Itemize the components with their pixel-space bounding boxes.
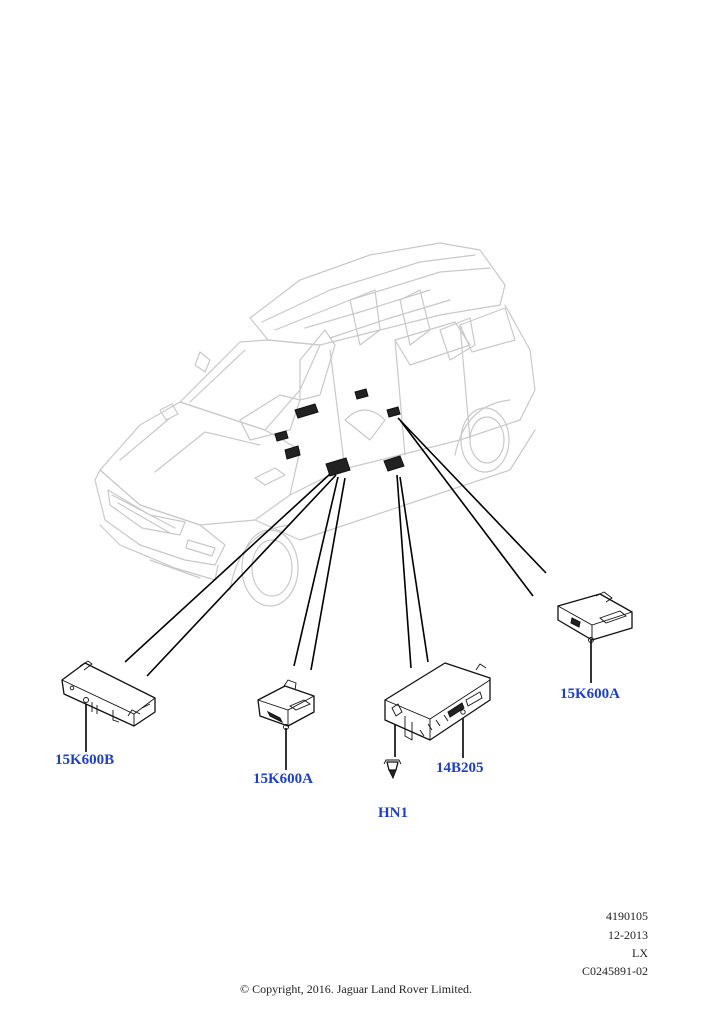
label-hn1[interactable]: HN1 (378, 805, 408, 821)
label-15k600a-right[interactable]: 15K600A (560, 686, 620, 702)
location-marker (294, 403, 319, 419)
vehicle-illustration (94, 242, 536, 607)
copyright-notice: © Copyright, 2016. Jaguar Land Rover Lim… (239, 982, 473, 996)
label-14b205[interactable]: 14B205 (436, 760, 484, 776)
model-code: LX (632, 946, 648, 960)
location-marker (386, 406, 401, 418)
location-marker (325, 457, 351, 477)
module-hn1-drawing (383, 759, 402, 780)
reference-number: 4190105 (606, 909, 648, 923)
location-marker (274, 430, 289, 442)
illustration-code: C0245891-02 (582, 964, 648, 978)
leader-lines (85, 417, 592, 770)
date-code: 12-2013 (608, 928, 648, 942)
location-marker (284, 445, 301, 460)
location-marker (383, 455, 405, 472)
module-15k600a-left-drawing (257, 679, 315, 730)
location-marker (354, 388, 369, 400)
module-14b205-drawing (384, 662, 491, 741)
module-locations (274, 388, 405, 477)
label-15k600b[interactable]: 15K600B (55, 752, 115, 768)
module-15k600a-right-drawing (557, 591, 633, 643)
module-15k600b-drawing (61, 660, 156, 727)
label-15k600a-left[interactable]: 15K600A (253, 771, 313, 787)
